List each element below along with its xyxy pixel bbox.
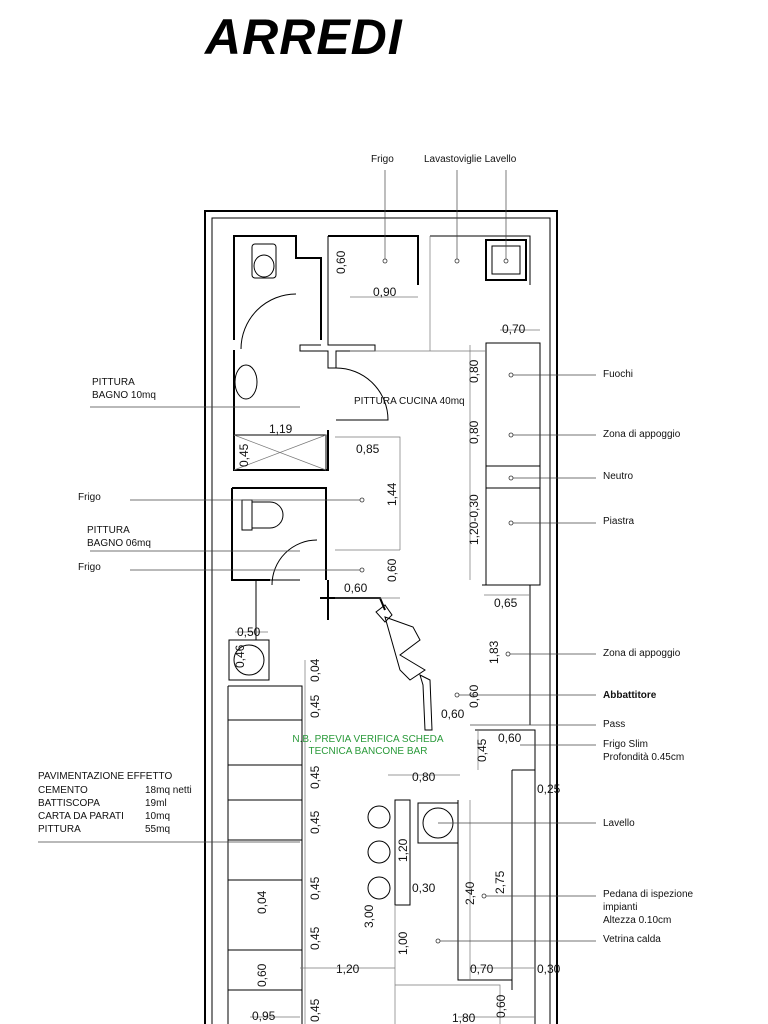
note-line-1: N.B. PREVIA VERIFICA SCHEDA	[292, 734, 443, 745]
dimension-label: 0,80	[467, 420, 481, 444]
top-labels: Frigo Lavastoviglie Lavello	[371, 154, 517, 165]
flooring-item-value: 18mq netti	[145, 785, 192, 796]
dimension-label: 0,30	[412, 881, 436, 895]
dimension-label: 0,04	[255, 890, 269, 914]
label-lavello: Lavello	[603, 818, 635, 829]
dimension-labels: 0,60 0,90 0,70 0,80 0,80 1,20-0,30 1,19 …	[233, 250, 561, 1024]
dimension-label: 0,95	[252, 1009, 276, 1023]
dimension-label: 0,46	[233, 644, 247, 668]
dimension-label: 0,60	[494, 994, 508, 1018]
label-altezza: Altezza 0.10cm	[603, 915, 671, 926]
dimension-label: 0,90	[373, 285, 397, 299]
label-frigo-left-1: Frigo	[78, 492, 101, 503]
label-bagno-06mq: BAGNO 06mq	[87, 538, 151, 549]
dimension-label: 0,70	[502, 322, 526, 336]
flooring-item-value: 10mq	[145, 811, 170, 822]
dimension-label: 0,60	[467, 684, 481, 708]
label-neutro: Neutro	[603, 471, 633, 482]
label-pittura-cucina: PITTURA CUCINA 40mq	[354, 396, 465, 407]
flooring-heading: PAVIMENTAZIONE EFFETTO	[38, 771, 172, 782]
flooring-item-value: 19ml	[145, 798, 167, 809]
flooring-item-value: 55mq	[145, 824, 170, 835]
label-pedana: Pedana di ispezione	[603, 889, 694, 900]
dimension-label: 0,45	[308, 876, 322, 900]
dimension-label: 0,60	[334, 250, 348, 274]
dimension-label: 0,45	[308, 998, 322, 1022]
dimension-label: 0,60	[255, 963, 269, 987]
dimension-label: 0,45	[308, 926, 322, 950]
bar-note: N.B. PREVIA VERIFICA SCHEDA TECNICA BANC…	[292, 734, 443, 757]
dimension-label: 0,45	[308, 694, 322, 718]
dimension-label: 0,45	[308, 810, 322, 834]
dimension-label: 0,45	[475, 738, 489, 762]
label-frigo-left-2: Frigo	[78, 562, 101, 573]
dimension-label: 1,20-0,30	[467, 494, 481, 545]
right-labels: Fuochi Zona di appoggio Neutro Piastra Z…	[603, 369, 694, 945]
label-piastra: Piastra	[603, 516, 635, 527]
dimension-label: 0,70	[470, 962, 494, 976]
dimension-label: 0,85	[356, 442, 380, 456]
flooring-item-name: CARTA DA PARATI	[38, 811, 124, 822]
note-line-2: TECNICA BANCONE BAR	[309, 746, 428, 757]
dimension-label: 1,80	[452, 1011, 476, 1024]
flooring-item-name: CEMENTO	[38, 785, 88, 796]
label-zona-appoggio-1: Zona di appoggio	[603, 429, 681, 440]
dimension-label: 0,60	[344, 581, 368, 595]
label-pass: Pass	[603, 719, 625, 730]
dimension-label: 0,30	[537, 962, 561, 976]
flooring-item-name: BATTISCOPA	[38, 798, 100, 809]
dimension-label: 2,75	[493, 870, 507, 894]
label-zona-appoggio-2: Zona di appoggio	[603, 648, 681, 659]
dimension-label: 1,00	[396, 931, 410, 955]
label-impianti: impianti	[603, 902, 637, 913]
label-frigo-top: Frigo	[371, 154, 394, 165]
dimension-label: 0,80	[412, 770, 436, 784]
dimension-label: 1,19	[269, 422, 293, 436]
dimension-label: 2,40	[463, 881, 477, 905]
walls	[204, 210, 558, 1024]
label-pittura-2: PITTURA	[87, 525, 130, 536]
dimension-label: 3,00	[362, 904, 376, 928]
page-title: ARREDI	[205, 9, 403, 65]
fixtures	[228, 236, 540, 1024]
label-bagno-10mq: BAGNO 10mq	[92, 390, 156, 401]
label-lavastoviglie-lavello: Lavastoviglie Lavello	[424, 154, 517, 165]
flooring-legend: PAVIMENTAZIONE EFFETTO CEMENTO 18mq nett…	[38, 771, 192, 835]
label-pittura-1: PITTURA	[92, 377, 135, 388]
dimension-label: 1,20	[336, 962, 360, 976]
label-frigo-slim: Frigo Slim	[603, 739, 648, 750]
flooring-item-name: PITTURA	[38, 824, 81, 835]
dimension-label: 0,60	[441, 707, 465, 721]
label-abbattitore: Abbattitore	[603, 690, 657, 701]
dimension-label: 0,65	[494, 596, 518, 610]
leader-lines	[38, 170, 596, 944]
dimension-label: 0,60	[498, 731, 522, 745]
dimension-label: 1,83	[487, 640, 501, 664]
dimension-label: 0,80	[467, 359, 481, 383]
dimension-label: 0,25	[537, 782, 561, 796]
label-fuochi: Fuochi	[603, 369, 633, 380]
dimension-label: 1,44	[385, 482, 399, 506]
dimension-label: 0,04	[308, 658, 322, 682]
left-labels: PITTURA BAGNO 10mq Frigo PITTURA BAGNO 0…	[78, 377, 156, 573]
dimension-label: 1,20	[396, 838, 410, 862]
dimension-label: 0,50	[237, 625, 261, 639]
dimension-label: 0,60	[385, 558, 399, 582]
dimension-label: 0,45	[237, 443, 251, 467]
label-vetrina-calda: Vetrina calda	[603, 934, 661, 945]
label-profondita: Profondità 0.45cm	[603, 752, 684, 763]
dimension-label: 0,45	[308, 765, 322, 789]
